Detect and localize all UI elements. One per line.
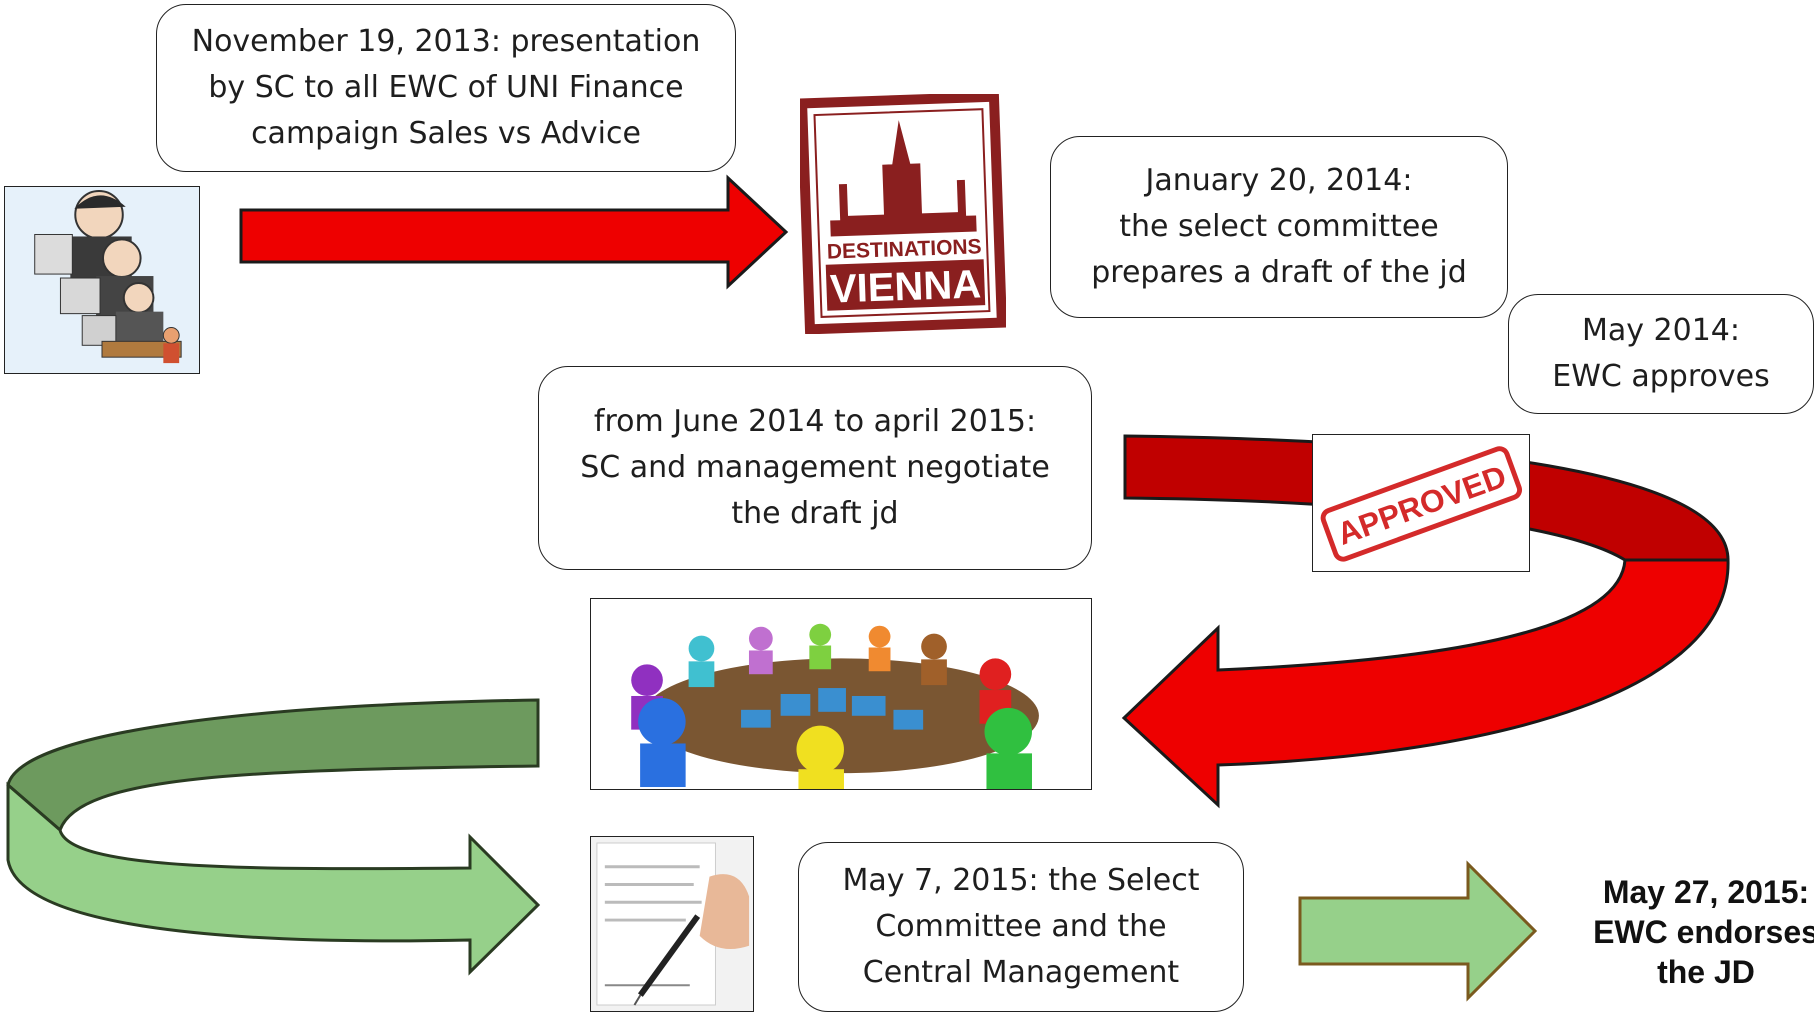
step-nov-2013-box: November 19, 2013: presentation by SC to…: [156, 4, 736, 172]
vienna-stamp-image: DESTINATIONS VIENNA: [796, 91, 1008, 335]
vienna-stamp-line1: DESTINATIONS: [826, 235, 982, 263]
green-curved-arrow-back: [6, 698, 540, 833]
step-may-27-2015-label: May 27, 2015: EWC endorses the JD: [1593, 874, 1814, 990]
cartoon-image: [4, 186, 200, 374]
step-may-7-2015-box: May 7, 2015: the Select Committee and th…: [798, 842, 1244, 1012]
red-arrow-right-1: [239, 174, 789, 290]
green-arrow-right: [1298, 860, 1538, 1002]
red-curved-arrow-front: [1121, 558, 1730, 809]
vienna-stamp-line2: VIENNA: [829, 262, 982, 311]
signing-document-image: [590, 836, 754, 1012]
step-negotiation-box: from June 2014 to april 2015: SC and man…: [538, 366, 1092, 570]
approved-stamp-image: APPROVED: [1312, 434, 1530, 572]
green-curved-arrow-front: [6, 781, 541, 976]
step-jan-2014-box: January 20, 2014: the select committee p…: [1050, 136, 1508, 318]
step-may-2014-box: May 2014: EWC approves: [1508, 294, 1814, 414]
round-table-meeting-image: [590, 598, 1092, 790]
